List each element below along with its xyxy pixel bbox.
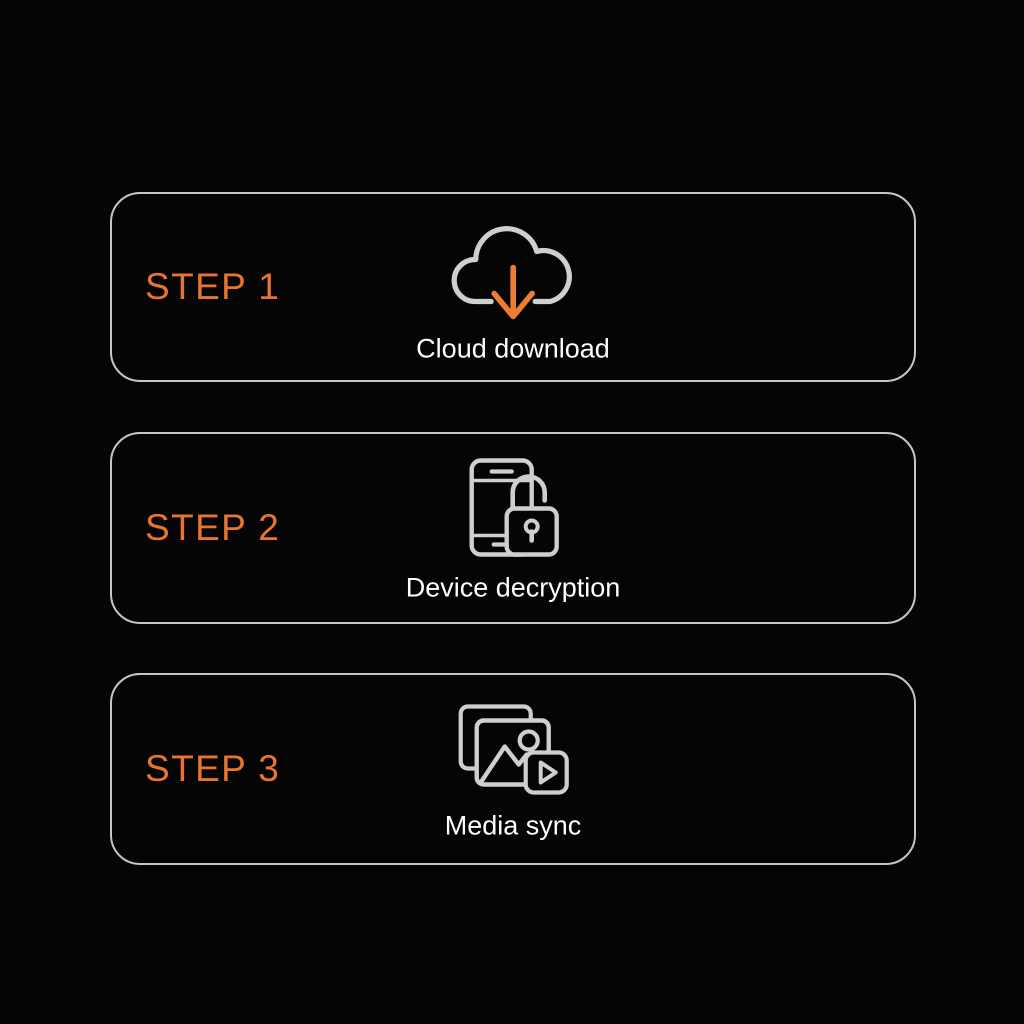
step-number-label-3: STEP 3 [145,748,281,789]
step-card-2[interactable]: STEP 2 [110,432,916,624]
step-content-3: Media sync [444,701,582,842]
step-caption-2: Device decryption [405,572,621,603]
phone-unlock-icon [461,457,565,559]
step-content-2: Device decryption [405,457,621,604]
step-content-1: Cloud download [416,218,610,365]
cloud-download-icon [451,218,575,322]
step-caption-1: Cloud download [416,333,610,364]
step-number-label-1: STEP 1 [145,266,281,307]
step-caption-3: Media sync [444,810,582,841]
step-card-1[interactable]: STEP 1 Cloud download [110,192,916,382]
step-card-3[interactable]: STEP 3 Media sync [110,673,916,865]
media-sync-icon [455,701,571,797]
step-number-label-2: STEP 2 [145,507,281,548]
